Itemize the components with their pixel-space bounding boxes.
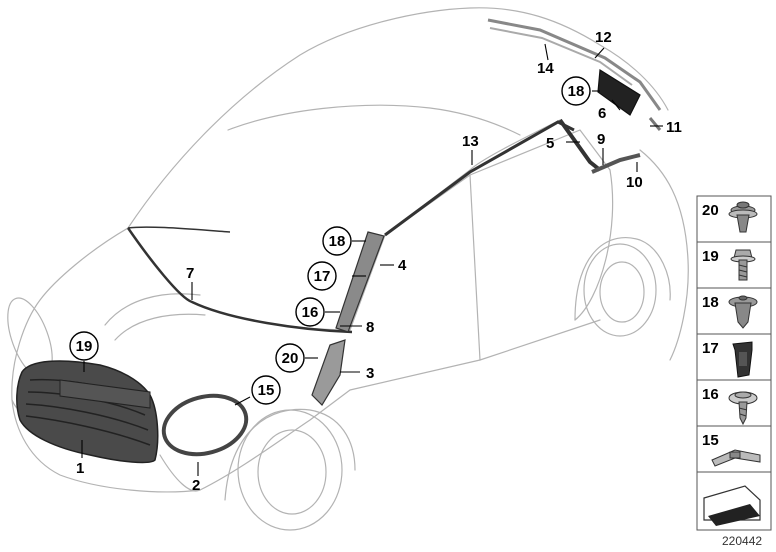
- front-grille: [16, 360, 159, 464]
- callout-18-a: 18: [329, 233, 346, 250]
- callout-11: 11: [666, 119, 682, 136]
- callout-2: 2: [192, 477, 200, 494]
- callout-13: 13: [462, 133, 479, 150]
- part-label-17: 17: [702, 340, 719, 357]
- callout-7: 7: [186, 265, 194, 282]
- callout-12: 12: [595, 29, 612, 46]
- callout-19: 19: [76, 338, 93, 355]
- part-box-18: [696, 287, 772, 335]
- callout-10: 10: [626, 174, 643, 191]
- lower-pillar-cover: [311, 339, 346, 406]
- callout-4: 4: [398, 257, 407, 274]
- part-label-18: 18: [702, 294, 719, 311]
- rear-window-seal: [597, 68, 641, 116]
- expanding-rivet-18-icon: [728, 295, 758, 329]
- a-pillar-trim: [335, 231, 385, 333]
- part-label-15: 15: [702, 432, 719, 449]
- callout-1: 1: [76, 460, 84, 477]
- part-box-15: [696, 425, 772, 473]
- part-label-19: 19: [702, 248, 719, 265]
- door-frame-seal: [558, 118, 602, 172]
- callout-15: 15: [258, 382, 275, 399]
- callout-16: 16: [302, 304, 319, 321]
- clip-nut-17-icon: [732, 341, 753, 378]
- roof-rail-strip: [487, 18, 662, 111]
- parts-column: 20 19 18 17: [696, 195, 772, 531]
- part-label-16: 16: [702, 386, 719, 403]
- rear-side-strip: [648, 117, 662, 131]
- washer-screw-16-icon: [728, 391, 758, 426]
- callouts: 1 2 3 4 5 6 7 8 9 10 11 12 13 14 19 15 2…: [69, 29, 682, 494]
- callout-6: 6: [598, 105, 606, 122]
- arrow-logo-icon: [703, 485, 761, 526]
- callout-3: 3: [366, 365, 374, 382]
- leader-lines: [81, 43, 663, 476]
- callout-5: 5: [546, 135, 554, 152]
- callout-9: 9: [597, 131, 605, 148]
- rear-side-trim: [591, 153, 641, 174]
- part-label-20: 20: [702, 202, 719, 219]
- callout-8: 8: [366, 319, 374, 336]
- bracket-15-icon: [711, 449, 761, 467]
- screw-19-icon: [730, 249, 756, 281]
- callout-17: 17: [314, 268, 331, 285]
- headlamp-trim-ring: [161, 393, 249, 457]
- drawing-number: 220442: [722, 534, 762, 548]
- parts: [16, 18, 662, 464]
- part-box-17: [696, 333, 772, 381]
- windscreen-seal: [126, 227, 353, 334]
- callout-14: 14: [537, 60, 554, 77]
- part-box-20: [696, 195, 772, 243]
- push-clip-20-icon: [728, 201, 758, 233]
- roof-rail-strip-inner: [489, 27, 633, 86]
- callout-18-b: 18: [568, 83, 585, 100]
- callout-20: 20: [282, 350, 299, 367]
